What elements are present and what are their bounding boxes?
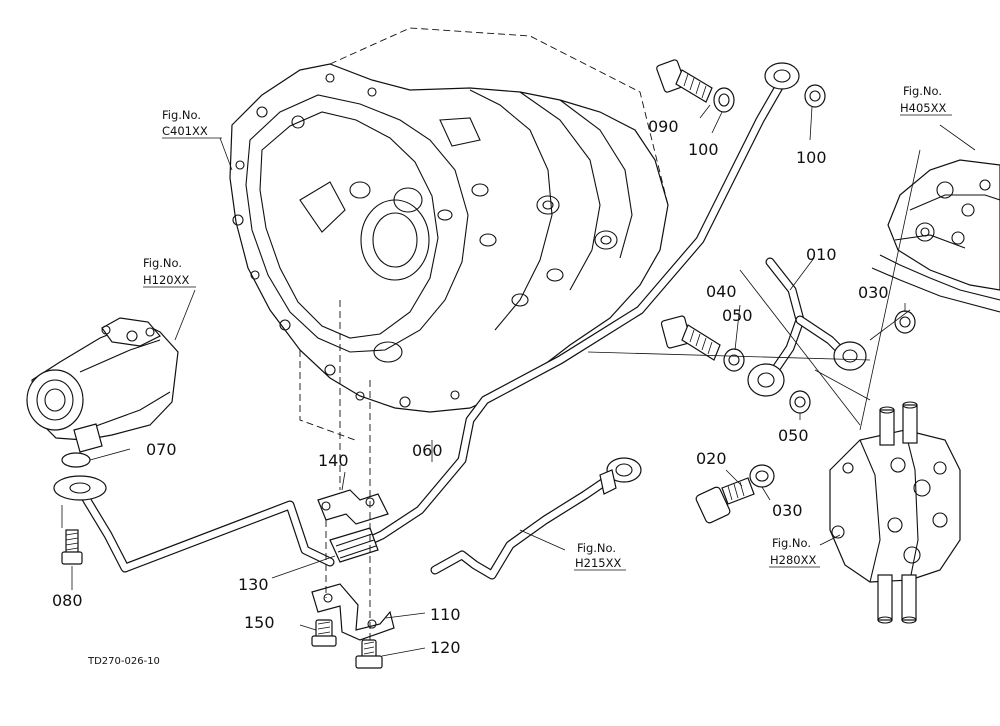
fig-ref-h405-line1: Fig.No. [903, 84, 942, 98]
part-label-120: 120 [430, 638, 461, 657]
fig-ref-h280-line1: Fig.No. [772, 536, 811, 550]
part-label-110: 110 [430, 605, 461, 624]
washer-050-upper-hole [728, 354, 740, 366]
part-label-090: 090 [648, 117, 679, 136]
washer-030-upper-hole [899, 316, 911, 328]
clamp-130 [329, 527, 379, 563]
part-label-020: 020 [696, 449, 727, 468]
return-hose [430, 457, 642, 580]
fig-ref-h215-line1: Fig.No. [577, 541, 616, 555]
banjo-bolt-090 [656, 59, 713, 103]
fig-ref-h405-line2: H405XX [900, 101, 946, 115]
part-label-040: 040 [706, 282, 737, 301]
washer-100-right [804, 84, 826, 108]
washer-050-upper [723, 348, 745, 372]
drawing-code: TD270-026-10 [87, 656, 160, 667]
washer-030-lower-hole [755, 470, 769, 482]
suction-pipe [77, 487, 335, 573]
bracket-140 [317, 489, 389, 525]
transmission-case-illustration [229, 63, 669, 413]
pipe-060 [355, 75, 788, 550]
banjo-eye-upper [764, 62, 800, 90]
part-label-130: 130 [238, 575, 269, 594]
fig-ref-h280: Fig.No. H280XX [769, 536, 820, 568]
fig-ref-c401-line1: Fig.No. [162, 108, 201, 122]
banjo-bolt-040 [660, 315, 721, 361]
fig-ref-c401-line2: C401XX [162, 124, 208, 138]
part-label-060: 060 [412, 441, 443, 460]
case-bolt-dashed-line [299, 350, 356, 441]
part-label-070: 070 [146, 440, 177, 459]
fig-ref-h120-line2: H120XX [143, 273, 189, 287]
pipe-010 [747, 257, 867, 397]
bracket-110 [311, 583, 395, 641]
part-label-150: 150 [244, 613, 275, 632]
fig-ref-h215: Fig.No. H215XX [574, 541, 626, 571]
fig-ref-h280-line2: H280XX [770, 553, 816, 567]
part-label-050-lower: 050 [778, 426, 809, 445]
banjo-bolt-020 [695, 477, 755, 524]
part-label-030-lower: 030 [772, 501, 803, 520]
washer-050-lower-hole [794, 396, 806, 408]
case-dashed-outline [329, 27, 669, 206]
hydraulic-valve-illustration [829, 401, 961, 624]
part-label-010: 010 [806, 245, 837, 264]
washer-100-left [713, 87, 735, 113]
part-label-100-left: 100 [688, 140, 719, 159]
washer-100-right-hole [809, 90, 821, 102]
hydraulic-pump-illustration [26, 317, 179, 453]
bolt-080 [61, 529, 83, 565]
bolt-150 [311, 619, 337, 647]
part-label-030-upper: 030 [858, 283, 889, 302]
banjo-eye-upper-hole [773, 69, 791, 83]
part-label-080: 080 [52, 591, 83, 610]
leader-lines [71, 104, 976, 657]
part-label-050-upper: 050 [722, 306, 753, 325]
bolt-120 [355, 639, 383, 669]
part-label-140: 140 [318, 451, 349, 470]
pipe-flange-hole [69, 482, 91, 494]
o-ring-070 [61, 452, 91, 468]
fig-ref-c401: Fig.No. C401XX [162, 108, 222, 139]
washer-030-lower [749, 464, 775, 488]
washer-100-left-hole [718, 93, 730, 107]
fig-ref-h120: Fig.No. H120XX [143, 256, 196, 288]
fig-ref-h405: Fig.No. H405XX [900, 84, 952, 116]
part-label-100-right: 100 [796, 148, 827, 167]
washer-050-lower [789, 390, 811, 414]
pipe-flange [53, 475, 107, 501]
fig-ref-h120-line1: Fig.No. [143, 256, 182, 270]
washer-030-upper [894, 310, 916, 334]
control-valve-block-illustration [871, 159, 1000, 313]
fig-ref-h215-line2: H215XX [575, 556, 621, 570]
